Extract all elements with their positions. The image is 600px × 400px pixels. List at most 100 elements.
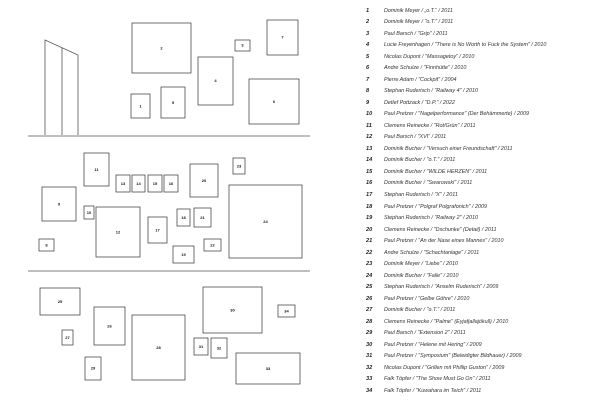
artwork-25[interactable]: 25 (39, 287, 81, 316)
artwork-7[interactable]: 7 (266, 19, 299, 56)
artwork-6[interactable]: 6 (248, 78, 300, 125)
legend-text: Dominik Bucher / "o.T." / 2011 (384, 307, 456, 314)
artwork-32[interactable]: 32 (210, 337, 228, 359)
artwork-31[interactable]: 31 (193, 337, 209, 356)
legend-item: 1 Dominik Meyer / „o.T.“ / 2011 (366, 5, 598, 17)
legend-text: Pierre Adam / "Cockpit" / 2004 (384, 76, 457, 83)
legend-number: 12 (366, 134, 373, 141)
legend-text: Lucie Freyenhagen / "There is No Worth t… (384, 42, 547, 49)
artwork-2[interactable]: 2 (131, 22, 192, 74)
legend-number: 26 (366, 295, 373, 302)
artwork-label: 6 (273, 99, 276, 104)
artwork-3[interactable]: 3 (234, 39, 251, 52)
legend-text: Dominik Bucher / "Swarowski" / 2011 (384, 180, 473, 187)
artwork-26[interactable]: 26 (93, 306, 126, 346)
artwork-label: 30 (230, 308, 235, 313)
artwork-20[interactable]: 20 (189, 163, 219, 198)
artwork-label: 18 (181, 215, 186, 220)
legend-item: 24 Dominik Bucher / "Falle" / 2010 (366, 270, 598, 282)
artwork-label: 29 (91, 366, 96, 371)
legend-text: Falk Töpfer / "The Show Must Go On" / 20… (384, 376, 491, 383)
artwork-label: 33 (266, 366, 271, 371)
legend-number: 22 (366, 249, 373, 256)
legend-number: 27 (366, 307, 373, 314)
artwork-22[interactable]: 22 (203, 238, 222, 252)
artwork-18[interactable]: 18 (176, 208, 191, 227)
legend-text: Detlef Pottzack / "D.P." / 2022 (384, 99, 455, 106)
artwork-9[interactable]: 9 (41, 186, 77, 222)
artwork-29[interactable]: 29 (84, 356, 102, 381)
artwork-30[interactable]: 30 (202, 286, 263, 334)
legend-number: 11 (366, 122, 372, 129)
artwork-21[interactable]: 21 (193, 207, 212, 228)
artwork-label: 19 (181, 252, 186, 257)
legend-number: 3 (366, 30, 370, 37)
artwork-33[interactable]: 33 (235, 352, 301, 385)
legend-number: 1 (366, 7, 370, 14)
artwork-12[interactable]: 12 (95, 206, 141, 258)
artwork-14[interactable]: 14 (131, 174, 146, 193)
artwork-11[interactable]: 11 (83, 152, 110, 187)
artwork-24[interactable]: 24 (228, 184, 303, 259)
artwork-34[interactable]: 34 (277, 304, 296, 318)
artwork-23[interactable]: 23 (232, 157, 246, 175)
legend-number: 15 (366, 168, 373, 175)
artwork-label: 28 (156, 345, 161, 350)
artwork-28[interactable]: 28 (131, 314, 186, 381)
legend-text: Nicolas Dupont / "Grillen mit Phillip Gu… (384, 364, 505, 371)
artwork-label: 32 (217, 346, 222, 351)
artwork-label: 11 (94, 167, 99, 172)
floor-plan: 2 3 7 4 1 5 6 11 13 14 15 16 20 23 9 10 … (28, 19, 310, 385)
artwork-17[interactable]: 17 (147, 216, 168, 244)
legend-number: 30 (366, 341, 373, 348)
legend-number: 2 (366, 19, 370, 26)
artwork-label: 27 (65, 335, 70, 340)
artwork-27[interactable]: 27 (61, 329, 74, 346)
artwork-4[interactable]: 4 (197, 56, 234, 106)
legend-text: Paul Pretzer / "Nagelperformance" (Der B… (384, 111, 529, 118)
legend-text: Stephan Ruderisch / "Railway 4" / 2010 (384, 88, 479, 95)
artwork-10[interactable]: 10 (83, 205, 95, 220)
artwork-16[interactable]: 16 (163, 174, 179, 193)
legend-text: Falk Töpfer / "Kuwahara im Teich" / 2011 (384, 387, 482, 394)
legend-text: Dominik Meyer / „o.T.“ / 2011 (384, 7, 453, 14)
artwork-label: 24 (263, 219, 268, 224)
legend-number: 25 (366, 284, 373, 291)
legend-number: 29 (366, 330, 373, 337)
legend-text: Dominik Meyer / "Liebe" / 2010 (384, 261, 458, 268)
artwork-1[interactable]: 1 (130, 93, 151, 119)
artwork-label: 4 (214, 78, 217, 83)
legend-number: 16 (366, 180, 373, 187)
legend-text: Dominik Bucher / "Falle" / 2010 (384, 272, 459, 279)
artwork-5[interactable]: 5 (160, 86, 186, 119)
legend-text: Clemens Reinecke / "Palme" (Eyjafjallajö… (384, 318, 509, 325)
legend-text: Paul Pretzer / "Gelbe Göhre" / 2010 (384, 295, 470, 302)
artwork-label: 26 (107, 324, 112, 329)
artwork-label: 23 (237, 164, 242, 169)
artwork-15[interactable]: 15 (147, 174, 163, 193)
legend-number: 24 (366, 272, 373, 279)
artwork-label: 7 (281, 35, 284, 40)
artwork-13[interactable]: 13 (115, 174, 131, 193)
artwork-8[interactable]: 8 (38, 238, 55, 252)
artwork-label: 25 (58, 299, 63, 304)
legend-text: Stephan Ruderisch / "X" / 2011 (384, 192, 458, 198)
artwork-19[interactable]: 19 (172, 245, 195, 264)
